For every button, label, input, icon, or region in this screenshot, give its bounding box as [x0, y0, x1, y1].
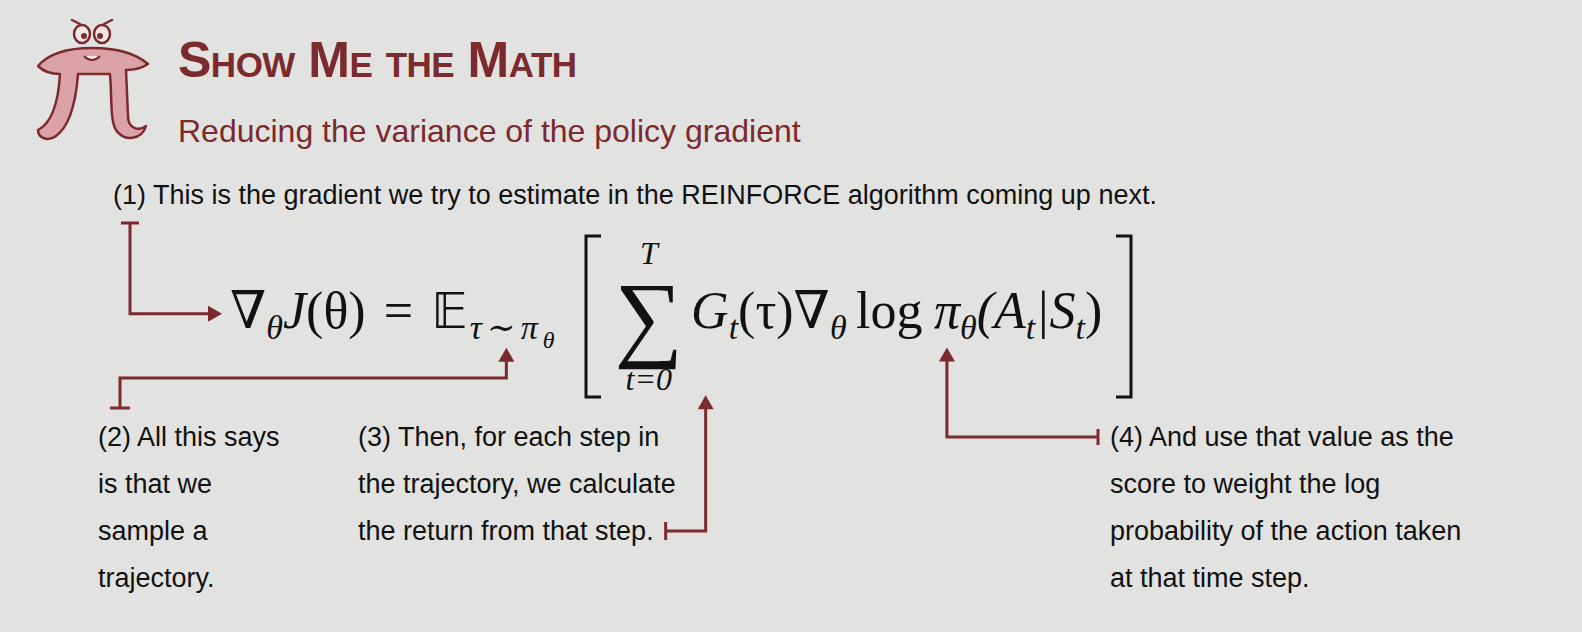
leader-line — [130, 223, 212, 314]
equation-symbol: t=0 — [626, 362, 672, 397]
mascot-brows — [72, 20, 112, 24]
equation-symbol: log — [856, 282, 922, 339]
equation-symbol: ∑ — [615, 271, 683, 362]
annotation: (1) This is the gradient we try to estim… — [113, 172, 1553, 219]
annotation: (4) And use that value as the score to w… — [1110, 414, 1490, 602]
equation-symbol: ∇ — [230, 282, 266, 339]
equation-symbol: ) — [1085, 282, 1102, 339]
right-bracket — [1112, 234, 1136, 399]
mascot-illustration — [30, 8, 155, 146]
mascot-eye — [94, 25, 110, 43]
arrowhead — [698, 395, 714, 409]
leader-line — [666, 405, 706, 531]
mascot-mouth — [84, 56, 100, 60]
left-bracket — [581, 234, 605, 399]
equation: ∇θJ(θ)=𝔼τ∼πθT∑t=0Gt(τ)∇θlogπθ(At|St) — [230, 234, 1136, 399]
annotation: (3) Then, for each step in the trajector… — [358, 414, 688, 555]
mascot-body — [38, 48, 148, 139]
annotation: (2) All this says is that we sample a tr… — [98, 414, 288, 602]
arrowhead — [208, 306, 222, 322]
equation-symbol: θ — [543, 327, 555, 353]
equation-symbol: t — [729, 309, 738, 346]
equation-symbol: (θ) — [306, 282, 366, 339]
equation-symbol: θ — [266, 309, 283, 346]
subtitle: Reducing the variance of the policy grad… — [178, 112, 801, 150]
equation-body: T∑t=0Gt(τ)∇θlogπθ(At|St) — [613, 282, 1103, 339]
mascot-pupil — [97, 33, 103, 39]
arrowhead — [939, 347, 955, 361]
equation-left: ∇θJ(θ)=𝔼τ∼πθ — [230, 282, 555, 339]
equation-symbol: = — [384, 282, 413, 339]
equation-symbol: π — [934, 282, 960, 339]
bracket-line — [586, 236, 601, 397]
mascot-pupil — [81, 33, 87, 39]
bracket-line — [1116, 236, 1131, 397]
equation-symbol: θ — [830, 309, 847, 346]
arrowhead — [498, 348, 514, 362]
equation-symbol: T — [640, 236, 658, 271]
equation-symbol: J — [283, 282, 306, 339]
equation-symbol: 𝔼 — [431, 282, 467, 340]
equation-symbol: τ∼π — [470, 309, 543, 346]
equation-symbol: θ — [960, 309, 977, 346]
title-heading: Show Me the Math — [178, 30, 577, 90]
equation-symbol: t — [1076, 309, 1085, 346]
sum-stack: T∑t=0 — [615, 236, 683, 398]
equation-symbol: (A — [977, 282, 1026, 339]
mascot-eye — [74, 25, 90, 43]
equation-symbol: |S — [1035, 282, 1075, 339]
leader-line — [120, 358, 506, 408]
equation-symbol: (τ)∇ — [738, 282, 830, 339]
equation-symbol: t — [1026, 309, 1035, 346]
equation-symbol: G — [691, 282, 729, 339]
leader-line — [947, 357, 1098, 437]
